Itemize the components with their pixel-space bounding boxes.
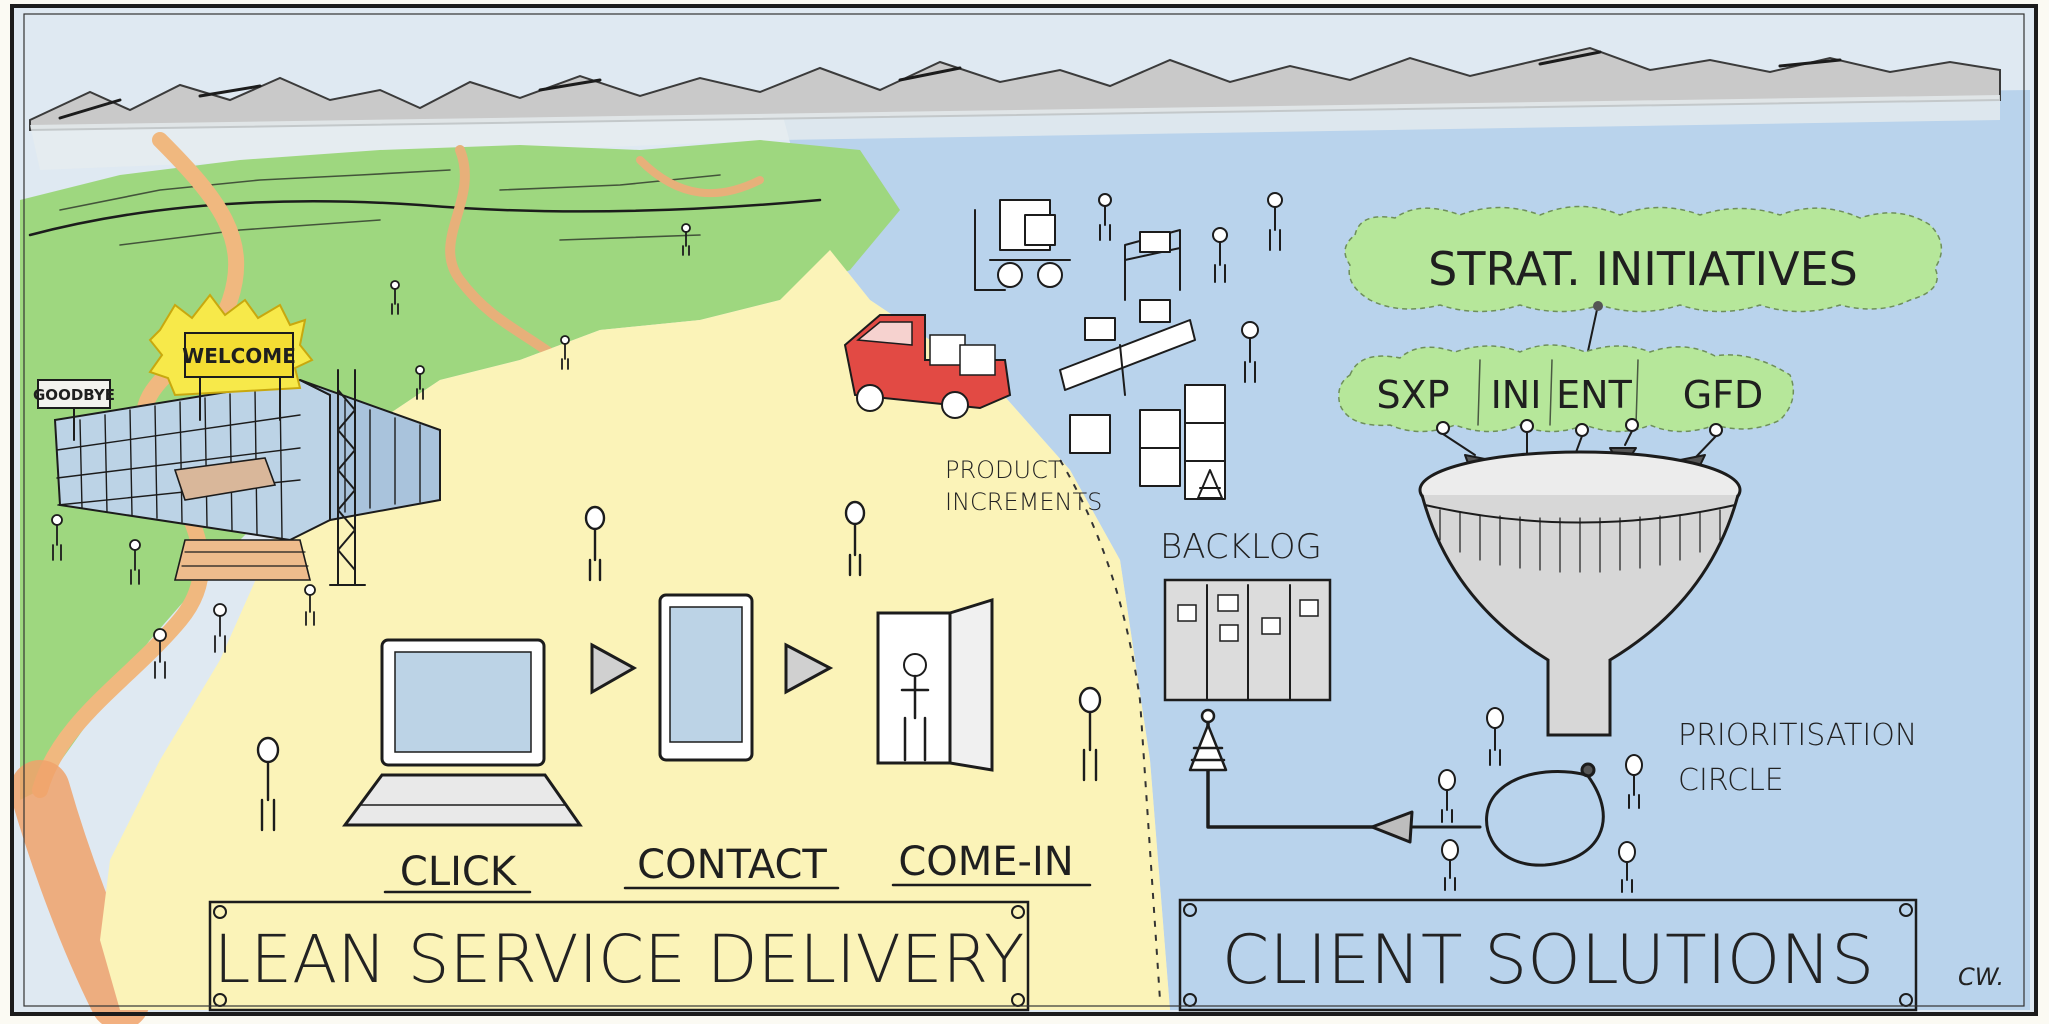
person-figure	[681, 223, 691, 256]
person-figure	[415, 365, 425, 400]
person-figure	[1267, 192, 1283, 251]
person-figure	[51, 514, 63, 561]
funnel-icon	[1418, 450, 1742, 737]
upper-trail	[636, 156, 764, 198]
person-figure	[1078, 686, 1102, 782]
person-figure	[129, 539, 141, 585]
person-figure	[153, 628, 167, 679]
person-figure	[390, 280, 400, 315]
client-solutions-title: CLIENT SOLUTIONS	[1222, 921, 1875, 1000]
initiative-label-sxp: SXP	[1376, 373, 1449, 417]
orange-path	[10, 760, 150, 1024]
circle-people	[1438, 707, 1643, 893]
step-label-click: CLICK	[400, 849, 518, 895]
shore-line	[1059, 459, 1161, 1001]
crane-tower	[329, 369, 366, 586]
person-figure	[1438, 769, 1456, 823]
person-figure	[213, 603, 227, 653]
initiative-label-ent: ENT	[1556, 373, 1632, 417]
person-figure	[844, 500, 866, 577]
backlog-label: BACKLOG	[1160, 527, 1322, 567]
glass-building	[53, 378, 441, 581]
goodbye-sign-label: GOODBYE	[33, 386, 115, 404]
person-figure	[304, 584, 316, 626]
box-stack	[1069, 384, 1226, 500]
entrance-steps	[173, 539, 312, 581]
prioritisation-label-line2: CIRCLE	[1678, 763, 1784, 798]
mountain-shading	[58, 50, 1842, 120]
person-figure	[584, 505, 606, 582]
person-figure	[1241, 321, 1259, 383]
flow-arrow-icon	[590, 642, 638, 695]
client-solutions-banner: CLIENT SOLUTIONS	[1178, 898, 1918, 1012]
person-figure	[1486, 707, 1504, 766]
forklift	[974, 199, 1071, 291]
goodbye-sign: GOODBYE	[33, 379, 115, 441]
initiative-label-gfd: GFD	[1683, 373, 1764, 417]
increment-arrow-icon	[1197, 469, 1223, 499]
hill-contours	[59, 169, 721, 246]
step-label-come-in: COME-IN	[898, 839, 1073, 885]
strat-initiatives-cloud: STRAT. INITIATIVES	[1344, 205, 1943, 313]
red-truck	[843, 314, 1012, 419]
backlog-input-arrow-icon	[1188, 708, 1228, 772]
welcome-sign-label: WELCOME	[182, 344, 296, 368]
middle-trail	[445, 145, 565, 365]
frame-inner-border	[23, 13, 2025, 1007]
initiatives-cloud: SXP INI ENT GFD	[1338, 344, 1795, 433]
person-figure	[1212, 227, 1228, 283]
product-increments-label-line2: INCREMENTS	[945, 488, 1102, 516]
shelf-rack	[1124, 229, 1181, 301]
backlog-board	[1163, 578, 1332, 702]
person-figure	[1625, 754, 1643, 809]
frame-border	[10, 4, 2038, 1016]
worker-figures	[1098, 192, 1283, 383]
initiative-label-ini: INI	[1491, 373, 1542, 417]
welcome-sign: WELCOME	[148, 293, 314, 421]
lean-service-delivery-title: LEAN SERVICE DELIVERY	[214, 921, 1025, 998]
person-figure	[1618, 841, 1636, 893]
person-figure	[256, 736, 280, 832]
ridge-line	[28, 198, 822, 237]
conveyor	[1059, 299, 1196, 396]
lean-service-delivery-banner: LEAN SERVICE DELIVERY	[208, 900, 1030, 1012]
entrance-awning	[173, 457, 277, 501]
artist-signature: CW.	[1958, 963, 2004, 991]
logistics-area	[843, 192, 1283, 500]
person-figure	[1098, 193, 1112, 241]
door-icon	[876, 597, 994, 772]
product-increments-label-line1: PRODUCT	[945, 456, 1063, 484]
strat-initiatives-label: STRAT. INITIATIVES	[1428, 242, 1858, 296]
flow-arrow-icon	[784, 642, 834, 695]
sand-people	[256, 500, 1102, 832]
phone-icon	[658, 593, 754, 762]
connector-dot	[1593, 301, 1603, 311]
haze	[30, 95, 2000, 170]
person-figure	[560, 335, 570, 370]
prioritisation-label-line1: PRIORITISATION	[1678, 718, 1917, 753]
person-figure	[1441, 839, 1459, 891]
laptop-icon	[342, 638, 583, 827]
hill-people	[51, 223, 691, 679]
step-label-contact: CONTACT	[637, 842, 827, 888]
